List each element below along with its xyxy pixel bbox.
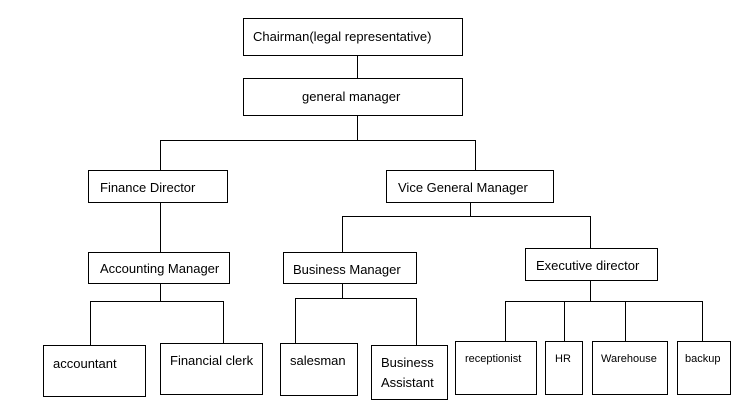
connector-line xyxy=(295,298,416,299)
executive-director-label: Executive director xyxy=(536,258,640,273)
backup-label: backup xyxy=(685,353,721,365)
connector-line xyxy=(160,140,161,170)
finance-director-box: Finance Director xyxy=(88,170,228,203)
connector-line xyxy=(564,301,565,341)
chairman-box: Chairman(legal representative) xyxy=(243,18,463,56)
finance-director-label: Finance Director xyxy=(100,180,196,195)
salesman-label: salesman xyxy=(290,353,346,368)
connector-line xyxy=(160,140,475,141)
business-manager-label: Business Manager xyxy=(293,262,401,277)
hr-box: HR xyxy=(545,341,583,395)
connector-line xyxy=(475,140,476,170)
business-assistant-box: Business Assistant xyxy=(371,345,448,400)
connector-line xyxy=(342,283,343,298)
connector-line xyxy=(160,283,161,301)
connector-line xyxy=(342,216,590,217)
general-manager-label: general manager xyxy=(302,89,401,104)
connector-line xyxy=(470,202,471,216)
connector-line xyxy=(702,301,703,341)
vice-general-manager-label: Vice General Manager xyxy=(398,180,528,195)
accountant-label: accountant xyxy=(53,356,117,371)
connector-line xyxy=(90,301,223,302)
connector-line xyxy=(416,298,417,346)
receptionist-box: receptionist xyxy=(455,341,537,395)
business-assistant-label-line1: Business xyxy=(381,355,434,370)
connector-line xyxy=(625,301,626,341)
connector-line xyxy=(357,115,358,140)
chairman-label: Chairman(legal representative) xyxy=(253,29,432,44)
connector-line xyxy=(90,301,91,346)
accountant-box: accountant xyxy=(43,345,146,397)
general-manager-box: general manager xyxy=(243,78,463,116)
connector-line xyxy=(505,301,506,341)
backup-box: backup xyxy=(677,341,731,395)
connector-line xyxy=(342,216,343,252)
warehouse-label: Warehouse xyxy=(601,353,657,365)
connector-line xyxy=(357,55,358,79)
salesman-box: salesman xyxy=(280,343,358,396)
executive-director-box: Executive director xyxy=(525,248,658,281)
financial-clerk-box: Financial clerk xyxy=(160,343,263,395)
hr-label: HR xyxy=(555,353,571,365)
accounting-manager-label: Accounting Manager xyxy=(100,261,220,276)
vice-general-manager-box: Vice General Manager xyxy=(386,170,554,203)
financial-clerk-label: Financial clerk xyxy=(170,353,254,368)
warehouse-box: Warehouse xyxy=(592,341,668,395)
connector-line xyxy=(590,216,591,248)
connector-line xyxy=(590,280,591,301)
connector-line xyxy=(223,301,224,344)
business-assistant-label-line2: Assistant xyxy=(381,375,434,390)
receptionist-label: receptionist xyxy=(465,353,522,365)
business-manager-box: Business Manager xyxy=(283,252,417,284)
accounting-manager-box: Accounting Manager xyxy=(88,252,230,284)
connector-line xyxy=(160,202,161,252)
connector-line xyxy=(295,298,296,344)
connector-line xyxy=(505,301,702,302)
